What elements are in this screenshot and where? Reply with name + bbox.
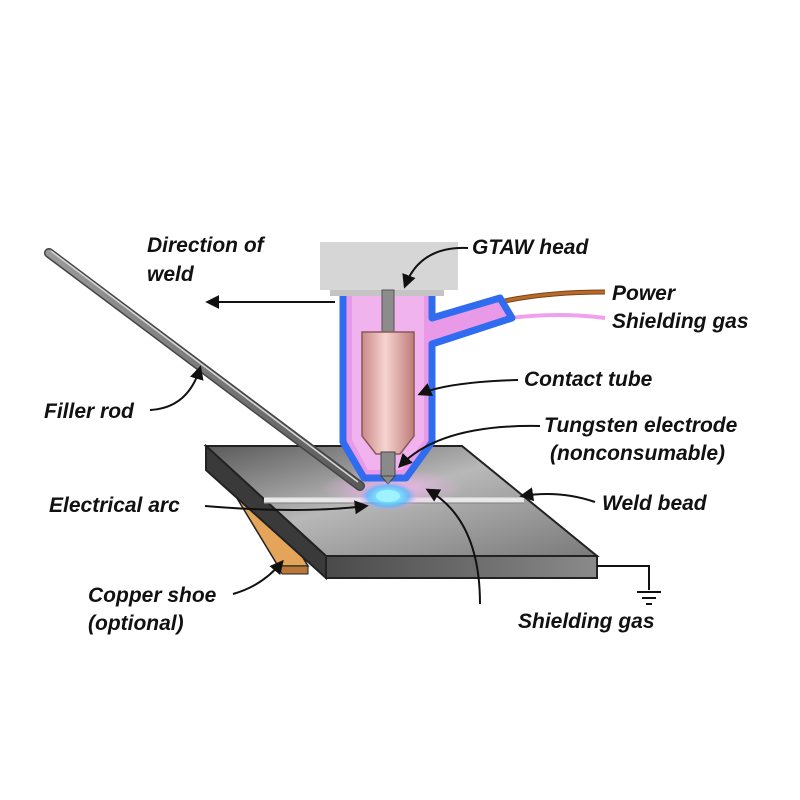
label-direction-line1: Direction of <box>147 234 266 257</box>
label-shielding-gas-supply: Shielding gas <box>612 310 749 333</box>
leader-weld-bead <box>519 487 596 503</box>
gas-hose <box>509 313 606 320</box>
label-electrical-arc: Electrical arc <box>49 494 180 517</box>
label-filler-rod: Filler rod <box>44 400 135 423</box>
ground-icon <box>597 565 661 605</box>
electrode-shaft <box>381 289 395 335</box>
label-direction-line2: weld <box>147 263 195 286</box>
leader-gtaw-head <box>402 246 469 289</box>
gtaw-head-block <box>320 242 458 296</box>
leader-electrical-arc <box>204 500 369 515</box>
tungsten-electrode <box>379 451 397 485</box>
contact-tube <box>361 331 415 455</box>
label-weld-bead: Weld bead <box>602 492 708 515</box>
leader-tungsten <box>398 424 541 469</box>
leader-copper-shoe <box>232 559 284 595</box>
leader-shielding-gas <box>425 488 481 605</box>
label-tungsten-line1: Tungsten electrode <box>544 414 738 437</box>
label-shielding-gas: Shielding gas <box>518 610 655 633</box>
label-copper-shoe-line2: (optional) <box>88 612 184 635</box>
filler-rod <box>44 248 365 491</box>
label-power: Power <box>612 282 677 305</box>
label-tungsten-line2: (nonconsumable) <box>550 442 725 465</box>
leader-filler-rod <box>149 365 204 411</box>
leader-contact-tube <box>417 379 519 397</box>
label-copper-shoe-line1: Copper shoe <box>88 584 217 607</box>
label-contact-tube: Contact tube <box>524 368 653 391</box>
label-gtaw-head: GTAW head <box>472 236 589 259</box>
electrical-arc <box>358 481 418 511</box>
